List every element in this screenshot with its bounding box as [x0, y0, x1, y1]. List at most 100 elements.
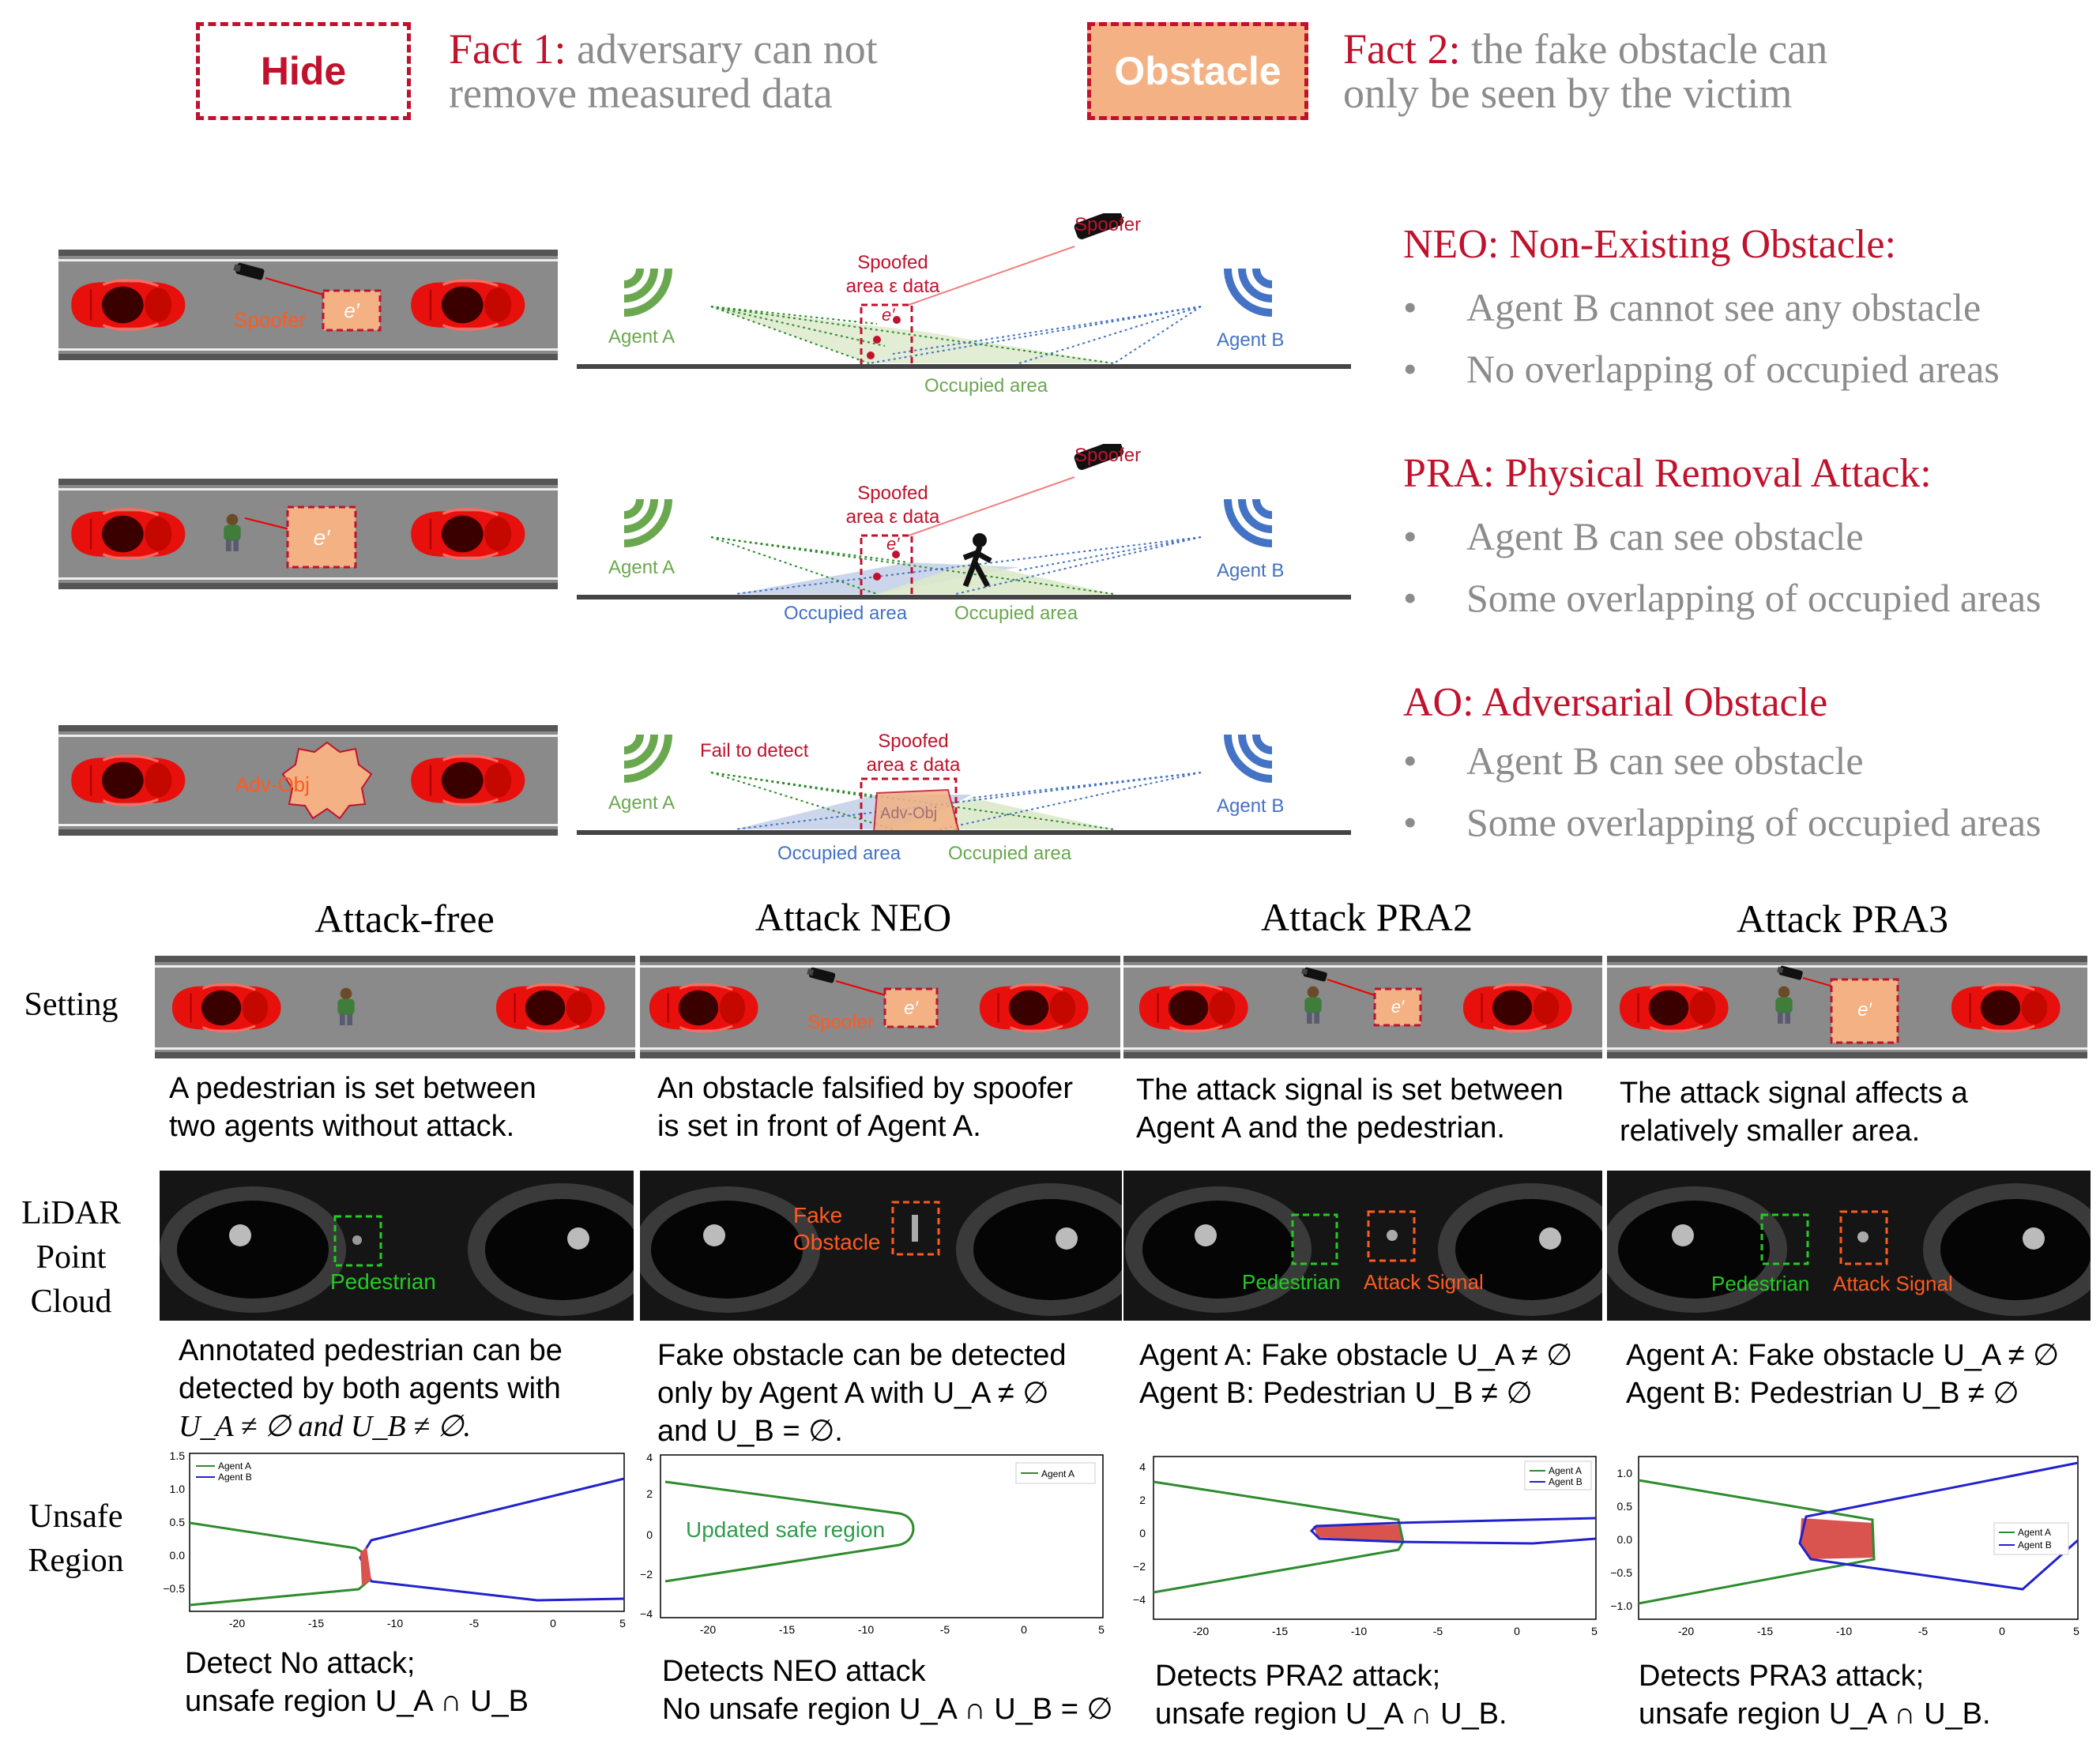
- road-ao-obj: Adv-Obj: [235, 772, 310, 796]
- y-tick: 1.0: [1617, 1467, 1633, 1479]
- lidar-pra2-ped: Pedestrian: [1242, 1270, 1340, 1294]
- setting-road-neo: e′ Spoofer: [640, 956, 1120, 1058]
- hide-legend-box: Hide: [196, 22, 411, 120]
- y-tick: 1.5: [170, 1449, 186, 1462]
- x-tick: -10: [858, 1623, 874, 1636]
- y-tick: 0.0: [1617, 1533, 1633, 1546]
- unsafe-caption-pra3: Detects PRA3 attack;unsafe region U_A ∩ …: [1639, 1660, 1991, 1731]
- fact-1-line1: adversary can not: [566, 25, 878, 73]
- ao-fail: Fail to detect: [700, 740, 809, 761]
- pra-agent-a: Agent A: [608, 557, 675, 578]
- setting-pra2-obj: e′: [1391, 997, 1405, 1017]
- hide-legend-label: Hide: [260, 49, 347, 93]
- diagram-pra: Agent A Agent B e′ Spoofed area ε data S…: [577, 444, 1351, 624]
- legend-agent-b: Agent B: [1549, 1476, 1583, 1487]
- x-tick: -10: [1836, 1625, 1852, 1637]
- fact-2-line2: only be seen by the victim: [1343, 70, 1793, 117]
- x-tick: -5: [469, 1617, 480, 1630]
- legend-agent-a: Agent A: [2018, 1527, 2051, 1538]
- x-tick: -15: [1272, 1625, 1288, 1637]
- x-tick: 0: [1021, 1623, 1027, 1636]
- neo-spoofer: Spoofer: [1074, 214, 1141, 235]
- road-neo-spoofer: Spoofer: [234, 308, 306, 332]
- road-ao: Adv-Obj: [58, 725, 558, 836]
- neo-e: e′: [882, 305, 895, 325]
- y-tick: −4: [640, 1607, 653, 1620]
- road-neo-obj: e′: [344, 299, 359, 322]
- x-tick: -20: [1193, 1625, 1209, 1637]
- pra-agent-b: Agent B: [1217, 560, 1284, 581]
- lidar-attack-free: Pedestrian: [160, 1171, 634, 1321]
- col-title-neo: Attack NEO: [755, 895, 952, 939]
- lidar-fake-label-2: Obstacle: [793, 1230, 881, 1254]
- y-tick: 2: [1139, 1494, 1146, 1506]
- setting-neo-spoofer: Spoofer: [807, 1012, 874, 1033]
- lidar-caption-pra3: Agent A: Fake obstacle U_A ≠ ∅Agent B: P…: [1626, 1339, 2060, 1410]
- x-tick: 0: [550, 1617, 556, 1630]
- plot-attack-free: 1.5 1.0 0.5 0.0 −0.5 -20 -15 -10 -5 0 5 …: [163, 1449, 626, 1630]
- lidar-ped-label: Pedestrian: [330, 1269, 436, 1294]
- ao-occ-blue: Occupied area: [777, 843, 901, 864]
- road-neo: e′ Spoofer: [58, 250, 558, 360]
- neo-bullet-2: •No overlapping of occupied areas: [1403, 347, 2000, 391]
- lidar-pra3-sig: Attack Signal: [1833, 1272, 1953, 1295]
- x-tick: 0: [1514, 1625, 1520, 1637]
- x-tick: -20: [229, 1617, 245, 1630]
- neo-spoofed: Spoofed: [857, 252, 928, 273]
- lidar-pra2: Pedestrian Attack Signal: [1123, 1171, 1602, 1321]
- ao-spoofed: Spoofed: [878, 731, 948, 752]
- legend-agent-a: Agent A: [218, 1460, 251, 1472]
- lidar-fake-label-1: Fake: [793, 1203, 842, 1227]
- setting-road-pra3: e′: [1607, 956, 2087, 1058]
- y-tick: 4: [1139, 1460, 1146, 1473]
- x-tick: 5: [619, 1617, 626, 1630]
- fact-2: Fact 2: the fake obstacle can only be se…: [1343, 27, 1827, 115]
- pra-bullet-1: •Agent B can see obstacle: [1403, 514, 1864, 558]
- legend-agent-a: Agent A: [1549, 1465, 1582, 1476]
- obstacle-legend-box: Obstacle: [1087, 22, 1308, 120]
- x-tick: 5: [1098, 1623, 1105, 1636]
- x-tick: -15: [779, 1623, 795, 1636]
- lidar-pra3: Pedestrian Attack Signal: [1607, 1171, 2091, 1321]
- pra-occ-green: Occupied area: [954, 603, 1078, 624]
- y-tick: 2: [646, 1487, 653, 1500]
- diagram-neo: Agent A Agent B e′ Spoofed area ε data S…: [577, 213, 1351, 397]
- neo-agent-a: Agent A: [608, 326, 675, 348]
- neo-occ-green: Occupied area: [924, 375, 1048, 397]
- ao-agent-b: Agent B: [1217, 795, 1284, 817]
- y-tick: 0.0: [170, 1549, 186, 1562]
- x-tick: -10: [1351, 1625, 1367, 1637]
- x-tick: -5: [1918, 1625, 1929, 1637]
- x-tick: -20: [700, 1623, 716, 1636]
- car-icon: [70, 279, 187, 331]
- x-tick: -5: [1433, 1625, 1443, 1637]
- plot-pra3: 1.0 0.5 0.0 −0.5 −1.0 -20 -15 -10 -5 0 5…: [1610, 1456, 2079, 1637]
- setting-neo-obj: e′: [904, 998, 919, 1019]
- road-pra: e′: [58, 479, 558, 589]
- y-tick: 1.0: [170, 1483, 186, 1495]
- road-pra-obj: e′: [314, 525, 332, 550]
- unsafe-caption-attack-free: Detect No attack;unsafe region U_A ∩ U_B: [185, 1647, 529, 1718]
- car-icon: [409, 279, 527, 331]
- pra-bullet-2: •Some overlapping of occupied areas: [1403, 576, 2042, 620]
- diagram-ao: Agent A Agent B Adv-Obj Fail to detect S…: [577, 731, 1351, 864]
- row-label-setting: Setting: [24, 987, 119, 1023]
- neo-area: area ε data: [846, 276, 940, 297]
- lidar-neo: Fake Obstacle: [640, 1171, 1122, 1321]
- pra-title: PRA: Physical Removal Attack:: [1403, 451, 1932, 496]
- x-tick: 5: [2073, 1625, 2079, 1637]
- fact-1-head: Fact 1:: [449, 25, 566, 73]
- neo-bullet-1: •Agent B cannot see any obstacle: [1403, 285, 1981, 329]
- ao-bullet-1: •Agent B can see obstacle: [1403, 739, 1864, 783]
- setting-pra3-obj: e′: [1857, 999, 1872, 1021]
- ao-bullet-2: •Some overlapping of occupied areas: [1403, 800, 2042, 844]
- fact-1-line2: remove measured data: [449, 70, 833, 117]
- fact-2-line1: the fake obstacle can: [1460, 25, 1828, 73]
- x-tick: -20: [1678, 1625, 1694, 1637]
